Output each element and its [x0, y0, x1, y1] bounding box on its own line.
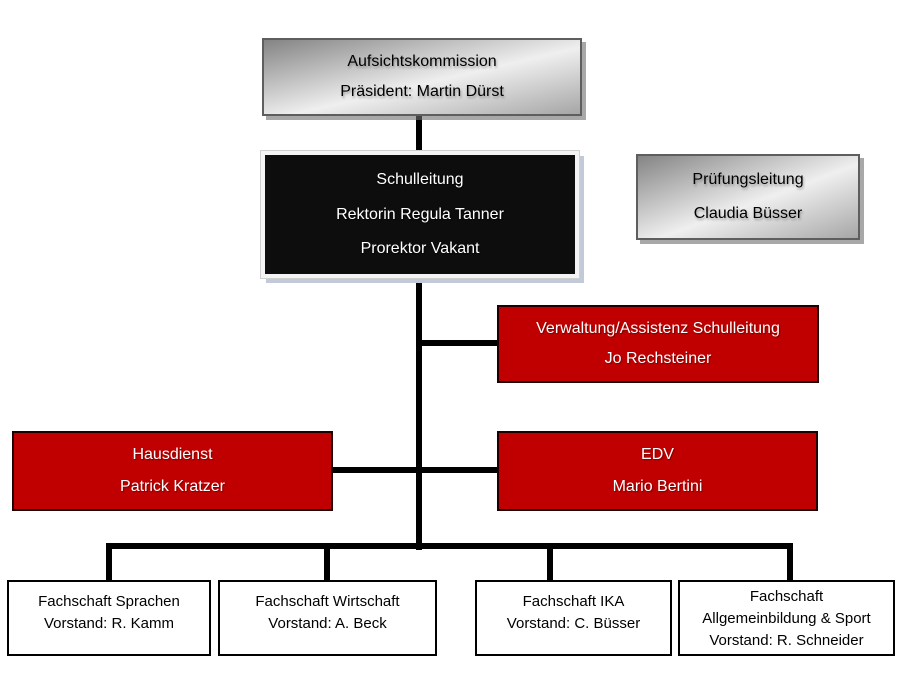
connector-hausdienst-edv [333, 467, 497, 473]
box-title: Fachschaft IKA [522, 593, 625, 610]
connector-branch-verwaltung [420, 340, 497, 346]
connector-drop-allgemeinbildung [787, 543, 793, 581]
org-box-fachschaft-wirtschaft: Fachschaft Wirtschaft Vorstand: A. Beck [218, 580, 437, 656]
box-person: Rektorin Regula Tanner [336, 205, 504, 223]
box-title: Fachschaft [749, 588, 824, 605]
org-box-fachschaft-allgemeinbildung-sport: Fachschaft Allgemeinbildung & Sport Vors… [678, 580, 895, 656]
box-person: Vorstand: R. Kamm [43, 615, 175, 632]
connector-drop-ika [547, 543, 553, 581]
box-title: Allgemeinbildung & Sport [702, 610, 871, 627]
box-person: Vorstand: R. Schneider [709, 632, 864, 649]
connector-drop-wirtschaft [324, 543, 330, 581]
org-box-aufsichtskommission: Aufsichtskommission Präsident: Martin Dü… [262, 38, 582, 116]
box-person: Jo Rechsteiner [604, 350, 712, 368]
box-title: Fachschaft Wirtschaft [255, 593, 400, 610]
box-title: EDV [641, 446, 674, 464]
box-title: Prüfungsleitung [692, 171, 804, 189]
box-person: Patrick Kratzer [120, 477, 225, 495]
box-person: Prorektor Vakant [360, 239, 480, 257]
box-title: Verwaltung/Assistenz Schulleitung [536, 319, 780, 337]
box-person: Vorstand: C. Büsser [506, 615, 641, 632]
box-person: Präsident: Martin Dürst [340, 83, 504, 101]
box-person: Claudia Büsser [693, 204, 803, 222]
connector-trunk-vertical [416, 278, 422, 550]
connector-drop-sprachen [106, 543, 112, 581]
box-person: Vorstand: A. Beck [268, 615, 387, 632]
org-box-fachschaft-sprachen: Fachschaft Sprachen Vorstand: R. Kamm [7, 580, 211, 656]
org-box-schulleitung: Schulleitung Rektorin Regula Tanner Pror… [261, 151, 579, 278]
org-box-edv: EDV Mario Bertini [497, 431, 818, 511]
box-title: Fachschaft Sprachen [38, 593, 180, 610]
org-box-fachschaft-ika: Fachschaft IKA Vorstand: C. Büsser [475, 580, 672, 656]
box-title: Hausdienst [132, 446, 213, 464]
box-title: Schulleitung [376, 171, 464, 189]
org-box-verwaltung-assistenz: Verwaltung/Assistenz Schulleitung Jo Rec… [497, 305, 819, 383]
org-box-hausdienst: Hausdienst Patrick Kratzer [12, 431, 333, 511]
connector-aufsicht-schulleitung [416, 116, 422, 152]
org-box-pruefungsleitung: Prüfungsleitung Claudia Büsser [636, 154, 860, 240]
box-person: Mario Bertini [612, 477, 703, 495]
connector-bottom-horizontal [106, 543, 793, 549]
box-title: Aufsichtskommission [347, 52, 497, 70]
